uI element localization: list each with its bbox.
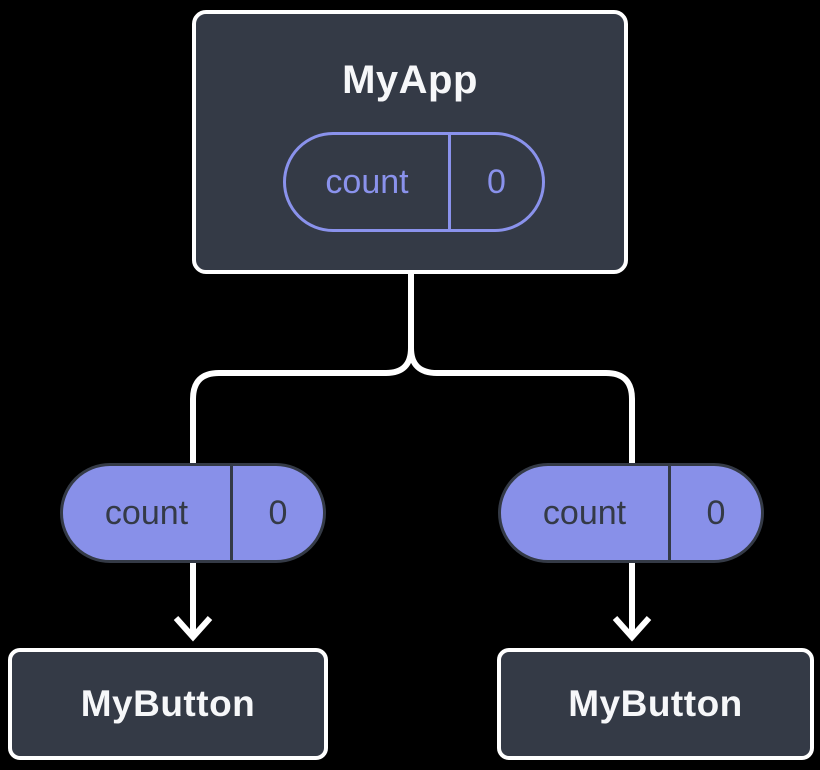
child-node-mybutton-right: MyButton — [497, 648, 814, 760]
prop-pill-right: count 0 — [498, 463, 764, 563]
prop-pill-left: count 0 — [60, 463, 326, 563]
fork-connector-right — [408, 272, 635, 464]
root-node-myapp: MyApp count 0 — [192, 10, 628, 274]
state-pill-value-label: 0 — [487, 162, 506, 201]
prop-pill-value-label: 0 — [268, 493, 288, 532]
prop-pill-name-label: count — [63, 466, 233, 560]
child-node-mybutton-left: MyButton — [8, 648, 328, 760]
root-node-title: MyApp — [342, 58, 478, 102]
down-arrow-left-icon — [173, 562, 213, 642]
root-state-pill: count 0 — [283, 132, 545, 232]
down-arrow-right-icon — [612, 562, 652, 642]
state-pill-name-label: count — [286, 135, 451, 229]
prop-pill-name-label: count — [501, 466, 671, 560]
fork-connector-left — [190, 272, 414, 464]
prop-pill-value-label: 0 — [706, 493, 726, 532]
